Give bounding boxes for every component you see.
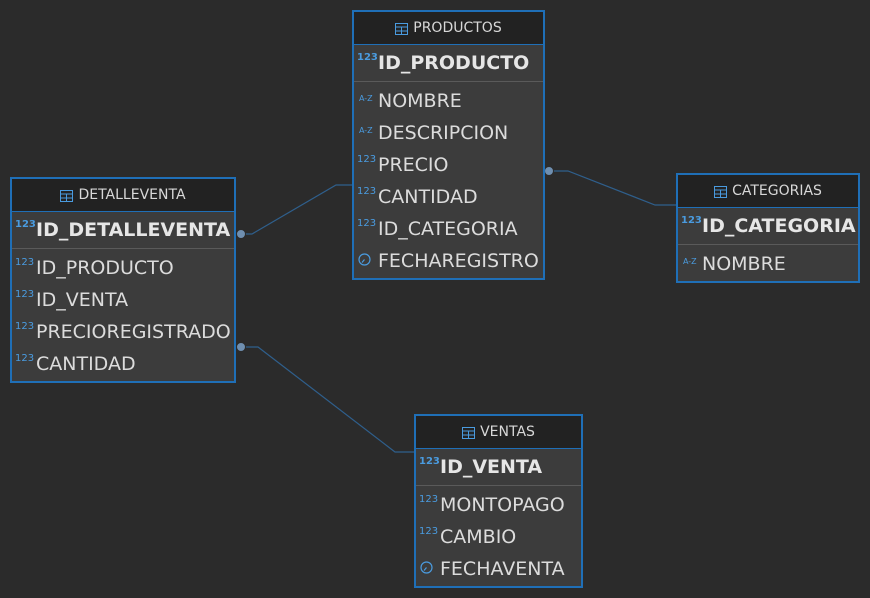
numeric-type-icon: 123 — [419, 456, 440, 467]
numeric-type-icon: 123 — [419, 526, 439, 537]
text-type-icon: A-Z — [359, 94, 373, 103]
column-name: ID_PRODUCTO — [36, 257, 174, 279]
column-row[interactable]: A-Z DESCRIPCION — [354, 117, 543, 149]
column-name: PRECIO — [378, 154, 449, 176]
numeric-type-icon: 123 — [357, 154, 377, 165]
table-header[interactable]: CATEGORIAS — [678, 175, 858, 208]
numeric-type-icon: 123 — [419, 494, 439, 505]
column-name: ID_DETALLEVENTA — [36, 219, 231, 241]
link-endpoint-dot — [236, 229, 246, 239]
numeric-type-icon: 123 — [15, 321, 35, 332]
link-detalleventa-ventas — [241, 346, 415, 453]
table-header[interactable]: PRODUCTOS — [354, 12, 543, 45]
table-icon — [714, 186, 728, 198]
link-endpoint-dot — [544, 166, 554, 176]
table-title: DETALLEVENTA — [78, 187, 186, 203]
numeric-type-icon: 123 — [681, 215, 702, 226]
numeric-type-icon: 123 — [357, 218, 377, 229]
numeric-type-icon: 123 — [15, 219, 36, 230]
numeric-type-icon: 123 — [15, 257, 35, 268]
table-title: VENTAS — [480, 424, 535, 440]
text-type-icon: A-Z — [359, 126, 373, 135]
table-title: PRODUCTOS — [413, 20, 502, 36]
link-productos-categorias — [549, 170, 676, 206]
numeric-type-icon: 123 — [15, 289, 35, 300]
text-type-icon: A-Z — [683, 257, 697, 266]
clock-icon — [420, 560, 439, 574]
column-name: NOMBRE — [378, 90, 462, 112]
table-header[interactable]: DETALLEVENTA — [12, 179, 234, 212]
column-row[interactable]: FECHAVENTA — [416, 553, 581, 585]
column-row[interactable]: A-Z NOMBRE — [354, 85, 543, 117]
table-icon — [60, 190, 74, 202]
numeric-type-icon: 123 — [357, 52, 378, 63]
table-productos[interactable]: PRODUCTOS 123 ID_PRODUCTO A-Z NOMBRE A-Z D… — [352, 10, 545, 280]
primary-key-row[interactable]: 123 ID_VENTA — [416, 449, 581, 486]
column-name: FECHAREGISTRO — [378, 250, 539, 272]
column-name: ID_PRODUCTO — [378, 52, 530, 74]
table-categorias[interactable]: CATEGORIAS 123 ID_CATEGORIA A-Z NOMBRE — [676, 173, 860, 283]
column-name: FECHAVENTA — [440, 558, 565, 580]
column-name: ID_CATEGORIA — [378, 218, 518, 240]
link-detalleventa-productos — [241, 184, 352, 235]
column-name: ID_VENTA — [36, 289, 129, 311]
column-name: CANTIDAD — [36, 353, 136, 375]
column-row[interactable]: FECHAREGISTRO — [354, 245, 543, 277]
clock-icon — [358, 252, 377, 266]
primary-key-row[interactable]: 123 ID_PRODUCTO — [354, 45, 543, 82]
numeric-type-icon: 123 — [15, 353, 35, 364]
numeric-type-icon: 123 — [357, 186, 377, 197]
column-name: PRECIOREGISTRADO — [36, 321, 231, 343]
link-endpoint-dot — [236, 342, 246, 352]
column-name: CANTIDAD — [378, 186, 478, 208]
column-name: ID_CATEGORIA — [702, 215, 856, 237]
table-title: CATEGORIAS — [732, 183, 822, 199]
column-name: DESCRIPCION — [378, 122, 509, 144]
table-icon — [462, 427, 476, 439]
table-icon — [395, 23, 409, 35]
column-row[interactable]: A-Z NOMBRE — [678, 248, 858, 280]
primary-key-row[interactable]: 123 ID_CATEGORIA — [678, 208, 858, 245]
table-header[interactable]: VENTAS — [416, 416, 581, 449]
column-name: MONTOPAGO — [440, 494, 565, 516]
primary-key-row[interactable]: 123 ID_DETALLEVENTA — [12, 212, 234, 249]
column-name: CAMBIO — [440, 526, 517, 548]
column-name: ID_VENTA — [440, 456, 543, 478]
column-name: NOMBRE — [702, 253, 786, 275]
